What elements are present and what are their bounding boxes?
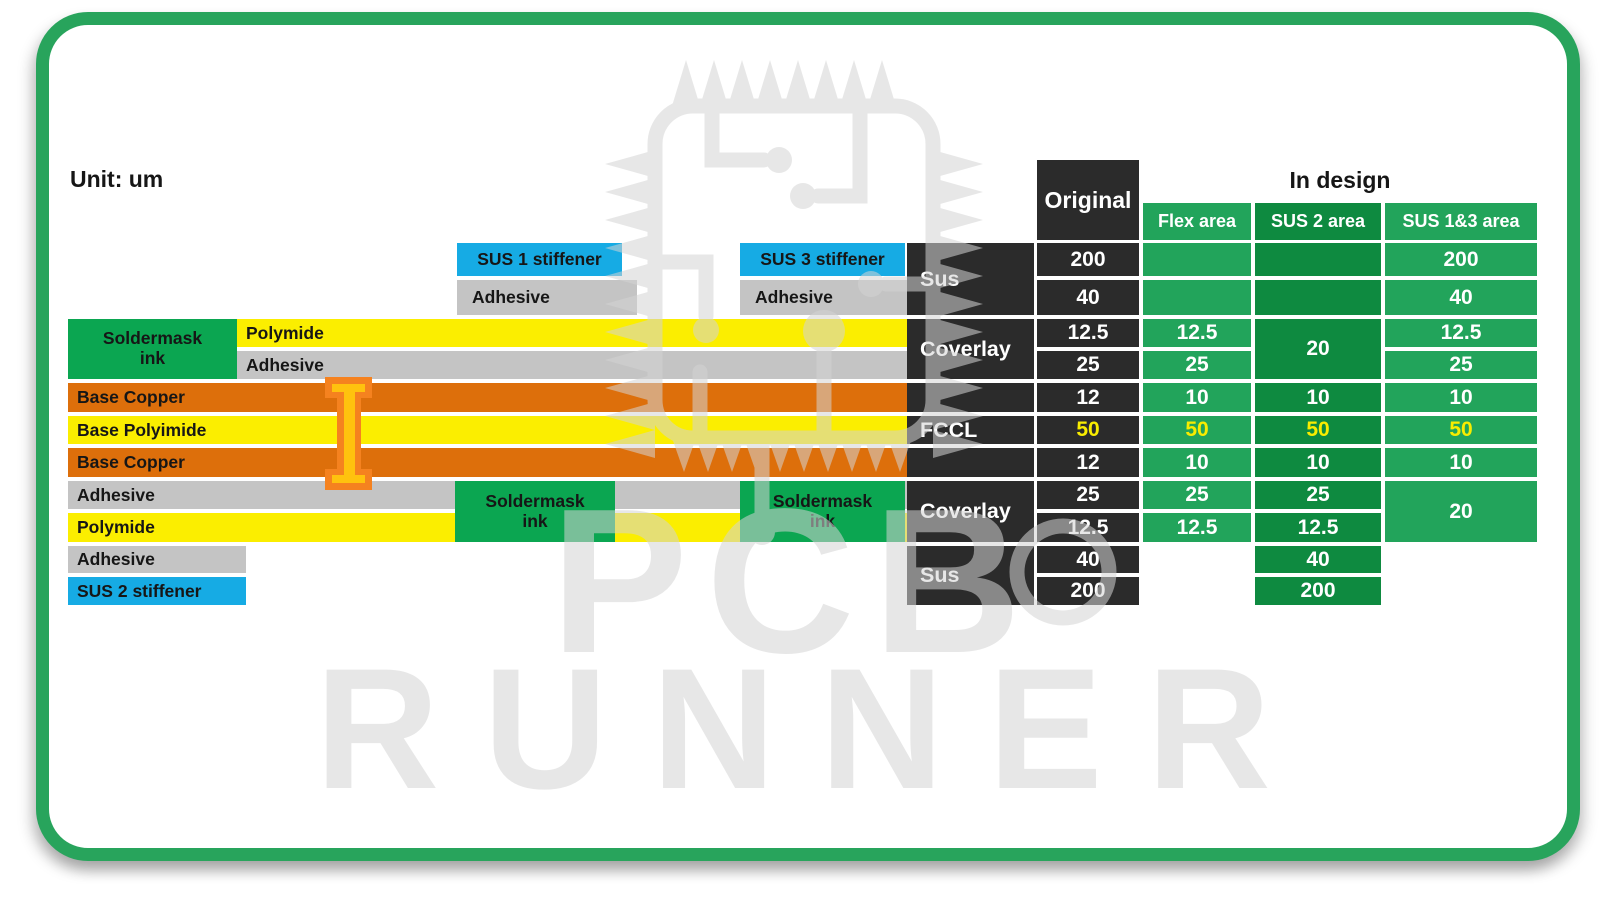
sus2-area-value: 10: [1255, 383, 1381, 412]
layer-sus1-stiffener: SUS 1 stiffener: [457, 243, 622, 276]
sus2-area-value: 25: [1255, 481, 1381, 509]
sus13-area-value-merged: 20: [1385, 481, 1537, 542]
original-value: 200: [1037, 577, 1139, 605]
flex-area-value: 25: [1143, 351, 1251, 379]
layer-soldermask-ink: Soldermask ink: [68, 319, 237, 379]
group-label-coverlay-top: Coverlay: [907, 319, 1034, 379]
flex-area-cell-empty: [1143, 243, 1251, 276]
group-label-sus-bottom: Sus: [907, 546, 1034, 605]
unit-label: Unit: um: [70, 166, 164, 192]
group-label-fccl: FCCL: [907, 416, 1034, 444]
sus2-area-header: SUS 2 area: [1255, 203, 1381, 240]
original-column-header: Original: [1037, 160, 1139, 240]
sus2-area-value: 12.5: [1255, 513, 1381, 542]
via-fill-barrel: [344, 384, 355, 483]
sus13-area-header: SUS 1&3 area: [1385, 203, 1537, 240]
flex-area-value: 10: [1143, 448, 1251, 477]
sus13-area-value: 200: [1385, 243, 1537, 276]
original-value: 12: [1037, 448, 1139, 477]
sus13-area-value: 25: [1385, 351, 1537, 379]
original-value-fccl: 50: [1037, 416, 1139, 444]
layer-adhesive: Adhesive: [740, 280, 920, 315]
layer-sus3-stiffener: SUS 3 stiffener: [740, 243, 905, 276]
layer-soldermask-ink: Soldermask ink: [740, 481, 905, 542]
layer-base-polyimide: Base Polyimide: [68, 416, 914, 444]
sus2-area-value-merged: 20: [1255, 319, 1381, 379]
original-value: 40: [1037, 280, 1139, 315]
original-value: 25: [1037, 351, 1139, 379]
layer-base-copper-bottom: Base Copper: [68, 448, 914, 477]
layer-adhesive: Adhesive: [68, 546, 246, 573]
via-fill-bottom: [332, 475, 365, 483]
layer-sus2-stiffener: SUS 2 stiffener: [68, 577, 246, 605]
sus2-area-cell-empty: [1255, 243, 1381, 276]
sus2-area-value: 200: [1255, 577, 1381, 605]
flex-area-value: 10: [1143, 383, 1251, 412]
group-label-sus-top: Sus: [907, 243, 1034, 315]
layer-adhesive: Adhesive: [457, 280, 637, 315]
sus2-area-value-fccl: 50: [1255, 416, 1381, 444]
flex-area-value-fccl: 50: [1143, 416, 1251, 444]
original-value: 40: [1037, 546, 1139, 573]
layer-adhesive: Adhesive: [237, 351, 914, 379]
in-design-header: In design: [1289, 166, 1391, 193]
original-value: 25: [1037, 481, 1139, 509]
sus2-area-value: 40: [1255, 546, 1381, 573]
layer-soldermask-ink: Soldermask ink: [455, 481, 615, 542]
original-value: 200: [1037, 243, 1139, 276]
group-label-blank: [907, 383, 1034, 412]
layer-base-copper-top: Base Copper: [68, 383, 914, 412]
original-value: 12: [1037, 383, 1139, 412]
group-label-coverlay-bottom: Coverlay: [907, 481, 1034, 542]
sus2-area-value: 10: [1255, 448, 1381, 477]
flex-area-value: 25: [1143, 481, 1251, 509]
flex-area-cell-empty: [1143, 280, 1251, 315]
layer-polymide-top: Polymide: [237, 319, 914, 347]
flex-area-header: Flex area: [1143, 203, 1251, 240]
sus13-area-value-fccl: 50: [1385, 416, 1537, 444]
sus13-area-value: 10: [1385, 383, 1537, 412]
original-value: 12.5: [1037, 319, 1139, 347]
group-label-blank: [907, 448, 1034, 477]
sus13-area-value: 12.5: [1385, 319, 1537, 347]
flex-area-value: 12.5: [1143, 513, 1251, 542]
flex-area-value: 12.5: [1143, 319, 1251, 347]
sus2-area-cell-empty: [1255, 280, 1381, 315]
original-value: 12.5: [1037, 513, 1139, 542]
sus13-area-value: 40: [1385, 280, 1537, 315]
sus13-area-value: 10: [1385, 448, 1537, 477]
